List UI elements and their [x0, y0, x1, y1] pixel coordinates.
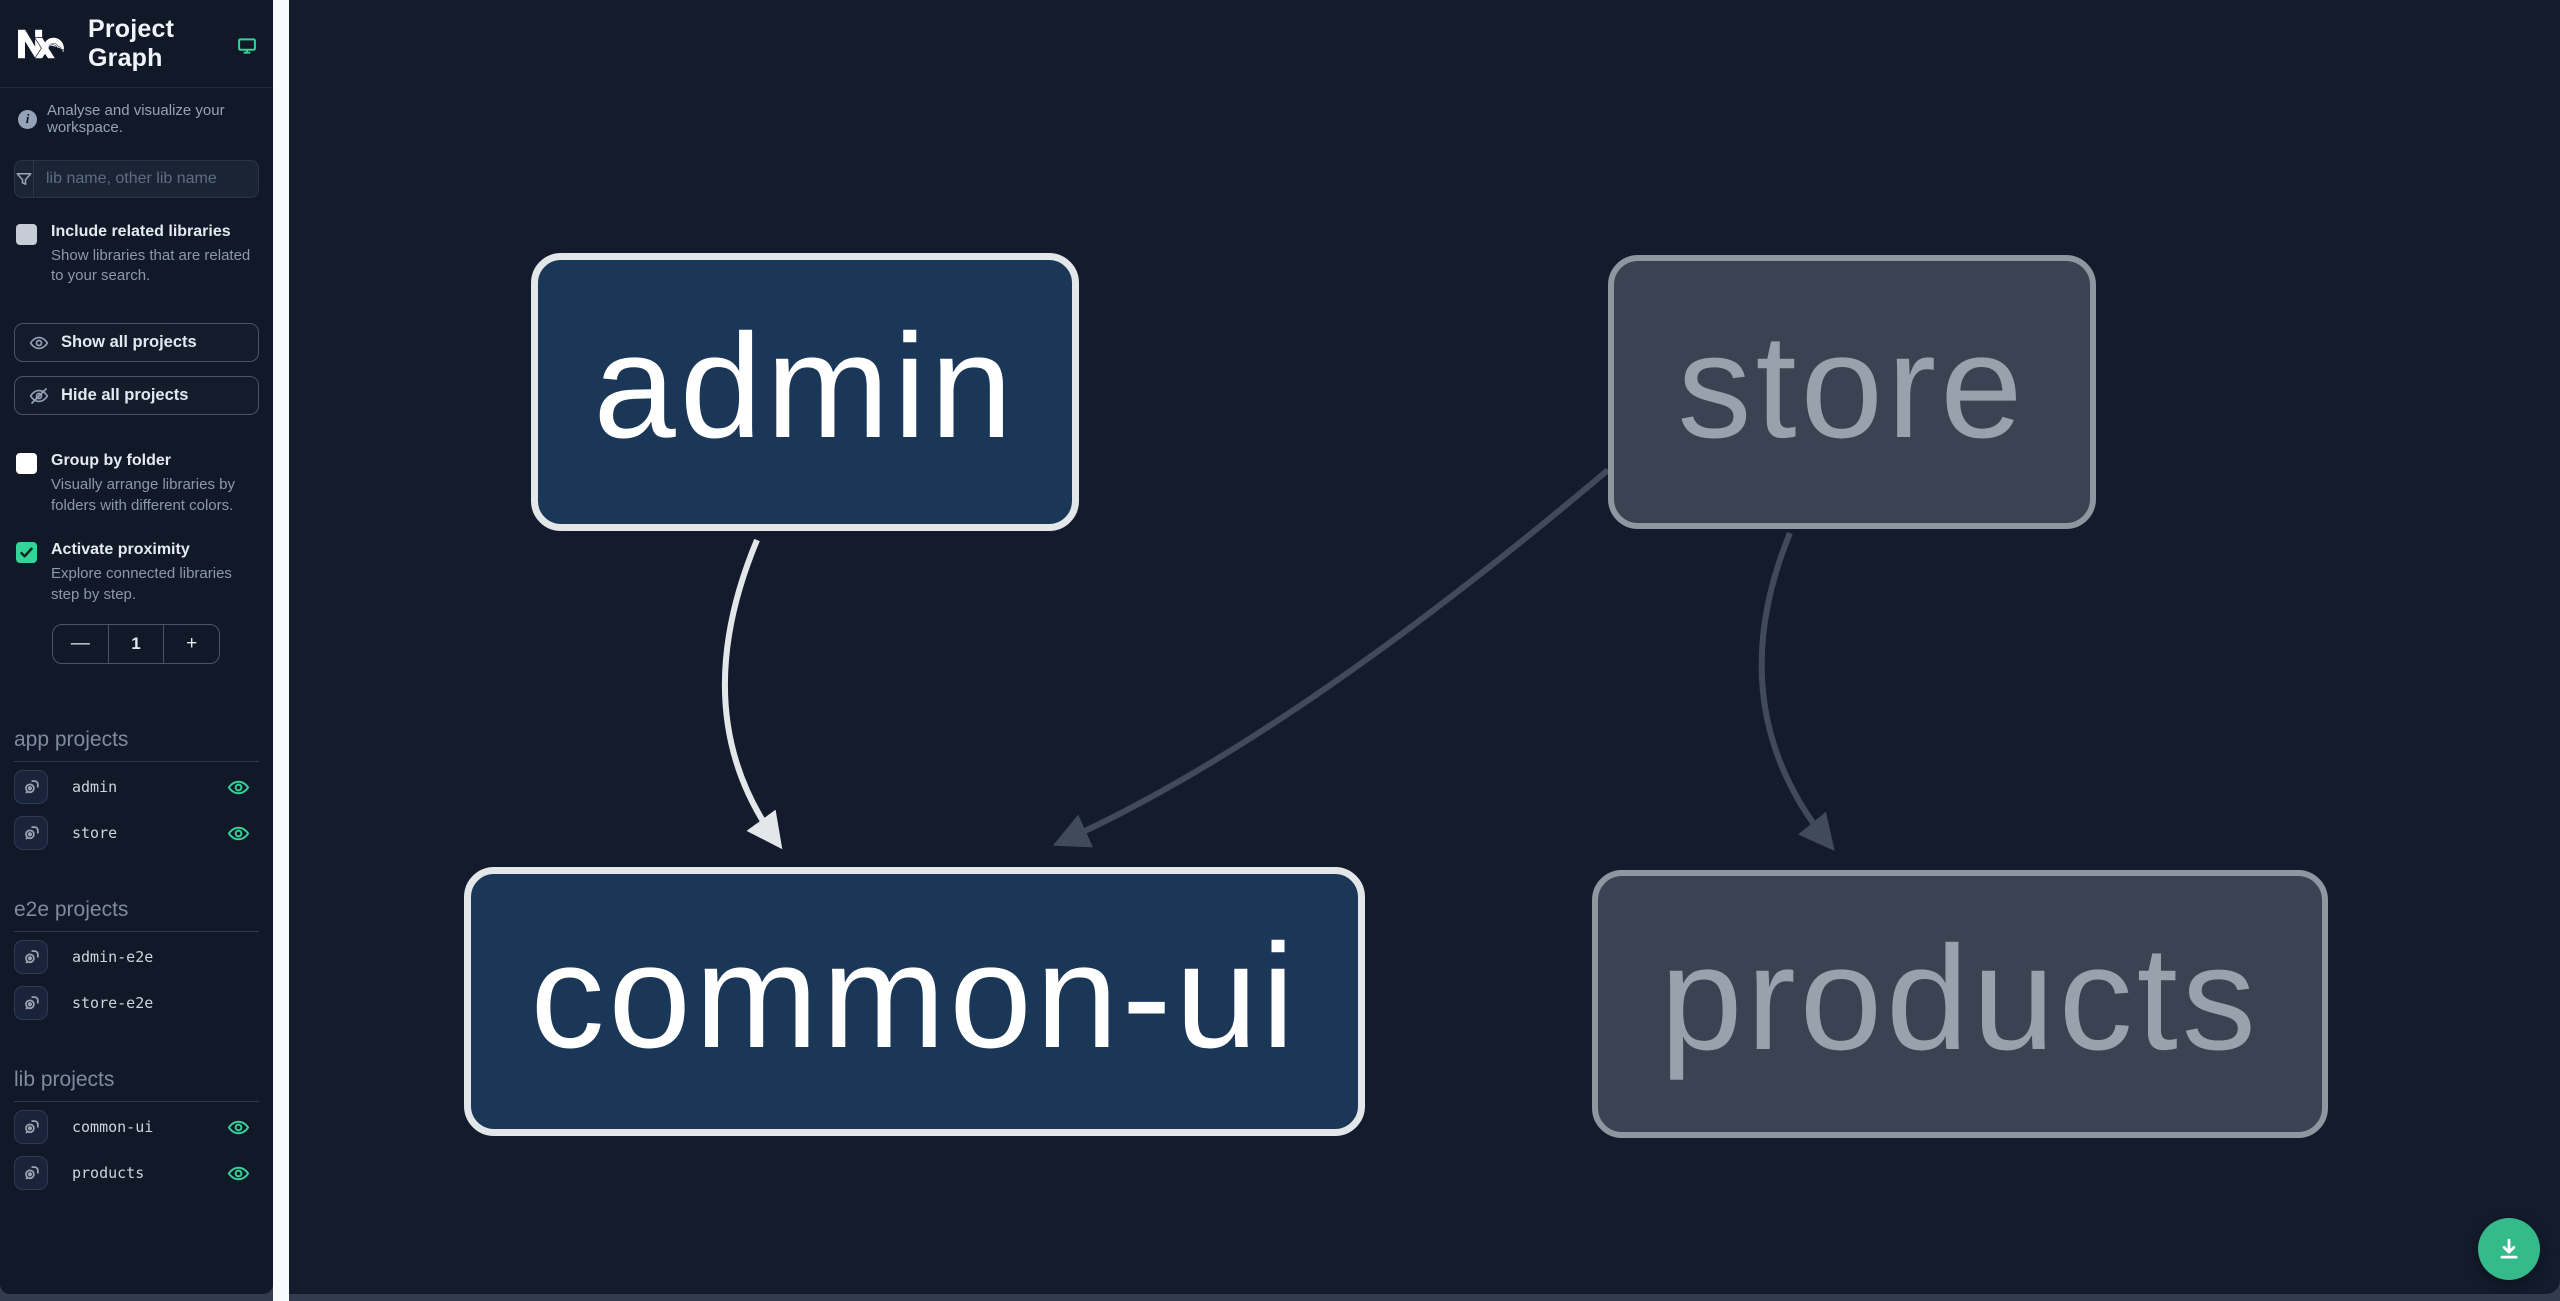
node-label: common-ui: [530, 913, 1299, 1079]
workspace-hint-text: Analyse and visualize your workspace.: [47, 102, 225, 136]
project-name[interactable]: common-ui: [72, 1118, 154, 1137]
e2e-projects-title: e2e projects: [14, 898, 259, 932]
focus-project-button[interactable]: [14, 1156, 48, 1191]
proximity-increment-button[interactable]: +: [163, 624, 219, 663]
show-all-projects-label: Show all projects: [61, 333, 197, 352]
visibility-eye-icon[interactable]: [225, 820, 251, 846]
project-name[interactable]: store-e2e: [72, 994, 154, 1013]
node-label: products: [1660, 916, 2260, 1081]
eye-off-icon: [29, 387, 49, 404]
eye-icon: [29, 336, 49, 349]
focus-project-button[interactable]: [14, 770, 48, 805]
hide-all-projects-label: Hide all projects: [61, 386, 189, 405]
graph-node-products[interactable]: products: [1592, 870, 2328, 1138]
focus-icon: [24, 779, 39, 794]
include-related-description: Show libraries that are related to your …: [51, 246, 251, 285]
focus-icon: [24, 949, 39, 964]
lib-projects-title: lib projects: [14, 1068, 259, 1102]
download-image-button[interactable]: [2478, 1218, 2540, 1280]
sidebar-resize-divider[interactable]: [273, 0, 289, 1301]
lib-filter-input[interactable]: [34, 161, 258, 197]
edge-admin-common-ui[interactable]: [721, 538, 783, 850]
group-by-folder-description: Visually arrange libraries by folders wi…: [51, 475, 235, 514]
focus-project-button[interactable]: [14, 940, 48, 975]
download-icon: [2500, 1238, 2518, 1259]
project-row-store: store: [14, 813, 259, 854]
focus-project-button[interactable]: [14, 816, 48, 851]
focus-project-button[interactable]: [14, 1110, 48, 1145]
project-row-admin: admin: [14, 767, 259, 808]
project-row-products: products: [14, 1153, 259, 1194]
focus-icon: [24, 825, 39, 840]
activate-proximity-checkbox[interactable]: [16, 542, 37, 564]
proximity-decrement-button[interactable]: —: [53, 625, 108, 663]
visibility-eye-icon[interactable]: [225, 1160, 251, 1186]
nx-logo-icon: [18, 29, 64, 58]
group-by-folder-label: Group by folder: [51, 452, 171, 470]
app-projects-title: app projects: [14, 728, 259, 762]
dependency-edges: [721, 467, 1835, 851]
activate-proximity-row: Activate proximity Explore connected lib…: [0, 540, 273, 605]
show-all-projects-button[interactable]: Show all projects: [14, 323, 259, 363]
e2e-projects-section: e2e projects admin-e2e store-e2e: [14, 898, 259, 1024]
project-row-admin-e2e: admin-e2e: [14, 937, 259, 978]
edge-store-products[interactable]: [1758, 531, 1835, 851]
visibility-eye-icon[interactable]: [225, 774, 251, 800]
activate-proximity-description: Explore connected libraries step by step…: [51, 565, 232, 603]
project-row-common-ui: common-ui: [14, 1107, 259, 1148]
project-name[interactable]: admin: [72, 778, 118, 797]
filter-box: [14, 160, 259, 198]
sidebar-header: Project Graph: [0, 0, 273, 88]
funnel-icon: [15, 161, 34, 197]
hide-all-projects-button[interactable]: Hide all projects: [14, 376, 259, 416]
graph-canvas[interactable]: admin store common-ui products: [289, 0, 2560, 1294]
group-by-folder-checkbox[interactable]: [16, 453, 37, 475]
project-name[interactable]: products: [72, 1164, 145, 1183]
monitor-icon[interactable]: [237, 34, 257, 58]
app-projects-section: app projects admin: [14, 728, 259, 854]
activate-proximity-label: Activate proximity: [51, 541, 190, 559]
edge-store-common-ui[interactable]: [1052, 467, 1610, 848]
sidebar: Project Graph i Analyse and visualize yo…: [0, 0, 273, 1294]
project-row-store-e2e: store-e2e: [14, 983, 259, 1024]
node-label: admin: [593, 304, 1017, 469]
lib-projects-section: lib projects common-ui: [14, 1068, 259, 1194]
project-name[interactable]: admin-e2e: [72, 948, 154, 967]
proximity-depth-stepper: — 1 +: [52, 623, 220, 664]
include-related-row: Include related libraries Show libraries…: [0, 222, 273, 287]
info-icon: i: [18, 109, 37, 129]
group-by-folder-row: Group by folder Visually arrange librari…: [0, 451, 273, 516]
check-icon: [20, 547, 33, 558]
graph-node-common-ui[interactable]: common-ui: [464, 867, 1365, 1136]
graph-node-admin[interactable]: admin: [531, 253, 1079, 531]
visibility-eye-icon[interactable]: [225, 1114, 251, 1140]
include-related-label: Include related libraries: [51, 223, 231, 240]
focus-icon: [24, 1119, 39, 1134]
workspace-hint: i Analyse and visualize your workspace.: [0, 88, 273, 136]
focus-project-button[interactable]: [14, 986, 48, 1021]
include-related-checkbox[interactable]: [16, 224, 37, 245]
project-name[interactable]: store: [72, 824, 118, 843]
focus-icon: [24, 995, 39, 1010]
proximity-depth-value: 1: [107, 624, 164, 663]
page-title: Project Graph: [88, 14, 175, 72]
focus-icon: [24, 1165, 39, 1180]
graph-node-store[interactable]: store: [1608, 255, 2096, 529]
node-label: store: [1677, 304, 2027, 469]
